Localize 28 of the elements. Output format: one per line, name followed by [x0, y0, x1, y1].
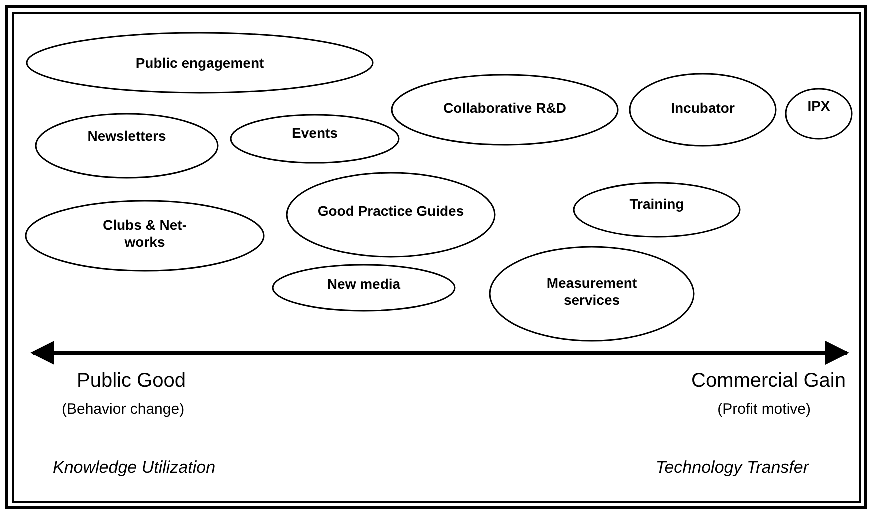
activity-ellipse — [35, 113, 219, 179]
activity-ellipse — [230, 114, 400, 164]
node-label: IPX — [806, 98, 832, 114]
activity-ellipse — [272, 264, 456, 312]
node-label: Good Practice Guides — [316, 202, 466, 220]
node-label: Training — [628, 196, 686, 212]
activity-ellipse — [391, 74, 619, 146]
node-label: Measurement services — [546, 275, 638, 309]
node-label: Collaborative R&D — [442, 100, 568, 116]
pole-subtitle: (Behavior change) — [62, 401, 185, 418]
activity-ellipse — [25, 200, 265, 272]
activity-ellipse — [489, 246, 695, 342]
activity-ellipse — [26, 32, 374, 94]
activity-ellipse — [785, 88, 853, 140]
node-label: Incubator — [670, 100, 736, 116]
activity-ellipse — [286, 172, 496, 258]
node-label: New media — [326, 276, 402, 292]
approach-label: Technology Transfer — [656, 458, 809, 478]
activity-ellipse — [573, 182, 741, 238]
pole-subtitle: (Profit motive) — [718, 401, 811, 418]
approach-label: Knowledge Utilization — [53, 458, 216, 478]
node-label: Public engagement — [134, 54, 266, 72]
node-label: Newsletters — [86, 128, 168, 144]
pole-label: Commercial Gain — [692, 370, 846, 393]
pole-label: Public Good — [77, 370, 186, 393]
activity-ellipse — [629, 73, 777, 147]
node-label: Events — [291, 124, 339, 142]
node-label: Clubs & Net- works — [102, 217, 188, 251]
